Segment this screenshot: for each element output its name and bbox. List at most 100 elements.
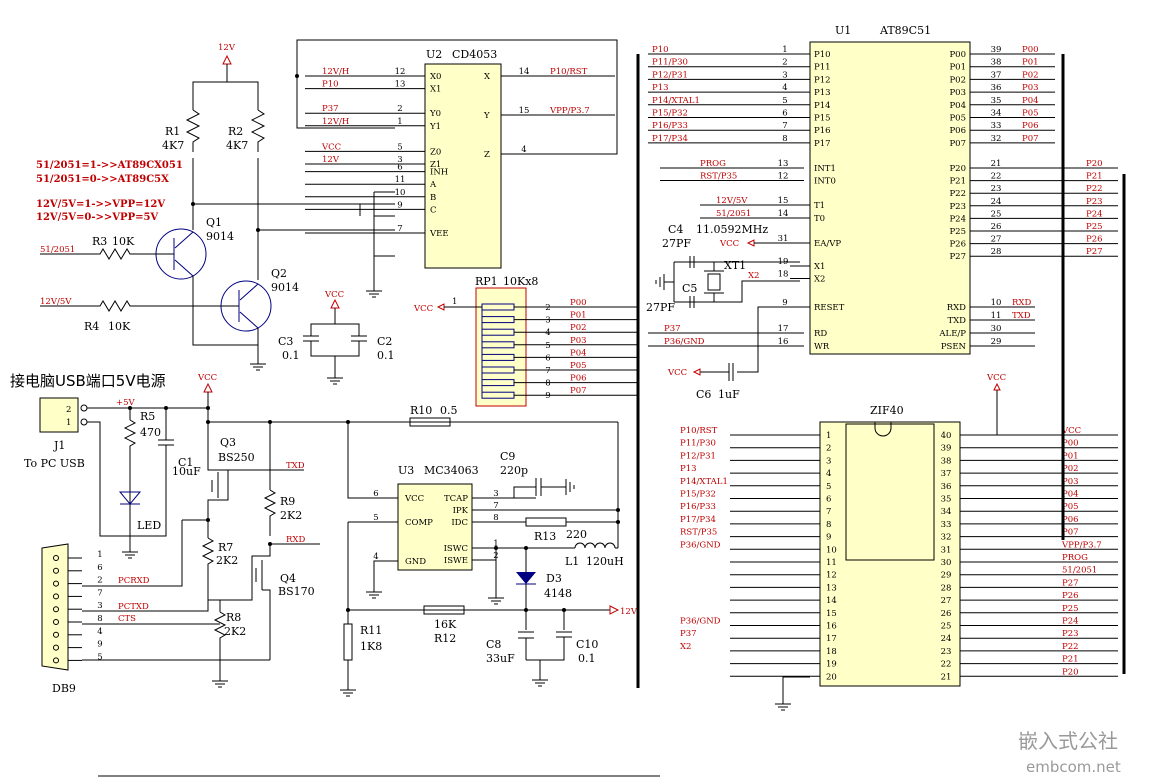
u1-left-x-0-name: X1 <box>814 262 825 272</box>
u1-right-p0-1-net: P01 <box>1022 58 1039 68</box>
db9-pin-8 <box>53 619 59 625</box>
u2-left-0-name: X0 <box>430 72 441 82</box>
u1-right-p0-3-name: P03 <box>949 88 966 98</box>
u2-left-9-num: 9 <box>397 200 402 210</box>
u1-left-5-name: P15 <box>814 114 831 124</box>
db9-pin-6 <box>53 567 59 574</box>
c1-value: 10uF <box>172 465 201 478</box>
zif-left-8-net: RST/P35 <box>680 528 717 538</box>
u1-vcc: VCC <box>719 239 739 249</box>
zif-notch <box>874 422 892 437</box>
u2-left-4-name: Z0 <box>430 147 441 157</box>
c10-value: 0.1 <box>578 652 596 665</box>
u1-right-misc-0-net: RXD <box>1012 298 1031 308</box>
r2-value: 4K7 <box>226 139 248 152</box>
s12v-net: 12V/5V <box>40 297 72 307</box>
u1-right-p0-0-name: P00 <box>949 50 966 60</box>
u1-left-int-1-net: RST/P35 <box>700 172 737 182</box>
db9-pin-1 <box>53 555 59 561</box>
u2-left-2-num: 2 <box>397 104 402 114</box>
u1-left-rdwr-1-name: WR <box>814 342 830 352</box>
rp1-num-4: 6 <box>545 353 550 363</box>
r9-value: 2K2 <box>280 509 302 522</box>
r10-ref: R10 <box>410 404 432 417</box>
zif-right-7-net: P06 <box>1062 515 1079 525</box>
note-2: 51/2051=0->>AT89C5X <box>36 174 169 185</box>
zif-right-4-name: 36 <box>941 482 952 492</box>
zif-left-19-name: 20 <box>826 672 837 682</box>
zif-left-1-name: 2 <box>826 444 831 454</box>
u3-right-3-name: ISWC <box>444 544 468 554</box>
u1-left-rdwr-0-net: P37 <box>664 324 681 334</box>
u1-left-ea-0-num: 31 <box>778 234 789 244</box>
db9-pin-4 <box>53 631 59 638</box>
zif-right-3-net: P02 <box>1062 464 1079 474</box>
zif-left-12-name: 13 <box>826 583 837 593</box>
j1-pin1: 1 <box>66 418 71 428</box>
v12-out: 12V <box>620 607 638 617</box>
u2-right-0-name: X <box>484 72 491 82</box>
db9-num-4: 4 <box>97 627 102 637</box>
u1-right-p0-4-net: P04 <box>1022 96 1039 106</box>
c5-ref: C5 <box>682 282 697 295</box>
u1-right-p2-1-net: P21 <box>1086 172 1103 182</box>
c4-value: 27PF <box>662 237 691 250</box>
u1-left-4-net: P14/XTAL1 <box>652 96 700 106</box>
rp1-net-1: P01 <box>570 311 587 321</box>
u1-left-4-name: P14 <box>814 101 831 111</box>
u1-right-p2-2-net: P22 <box>1086 184 1103 194</box>
rp1-pack <box>475 287 527 407</box>
u1-left-1-name: P11 <box>814 63 831 73</box>
r8-ref: R8 <box>226 611 241 624</box>
u1-left-t-1-num: 14 <box>778 209 789 219</box>
note-3: 12V/5V=1->>VPP=12V <box>36 199 165 210</box>
zif-left-4-name: 5 <box>826 482 831 492</box>
zif-right-9-net: VPP/P3.7 <box>1061 540 1102 550</box>
c6-ref: C6 <box>696 388 711 401</box>
j1-desc: To PC USB <box>24 457 85 470</box>
zif-right-9-name: 31 <box>941 545 952 555</box>
zif-left-17-name: 18 <box>826 647 837 657</box>
zif-right-14-name: 26 <box>941 609 952 619</box>
u1-right-p2-7-net: P27 <box>1086 247 1103 257</box>
u1-left-0-num: 1 <box>782 45 787 55</box>
db9-num-9: 9 <box>97 640 102 650</box>
u1-left-t-0-num: 15 <box>778 196 789 206</box>
zif-right-0-name: 40 <box>941 431 952 441</box>
zif-right-6-name: 34 <box>941 507 952 517</box>
rp1-vcc: VCC <box>413 304 433 314</box>
r1-ref: R1 <box>165 125 180 138</box>
u2-left-1-num: 13 <box>395 80 406 90</box>
u1-right-p0-3-num: 36 <box>991 83 1002 93</box>
zif-left-9-name: 10 <box>826 545 837 555</box>
zif-left-7-name: 8 <box>826 520 831 530</box>
r5-ref: R5 <box>140 410 155 423</box>
u1-right-p0-6-num: 33 <box>991 121 1002 131</box>
u1-right-p2-7-name: P27 <box>949 252 966 262</box>
u2-right-0-num: 14 <box>519 67 530 77</box>
rp1-num-2: 4 <box>545 328 550 338</box>
zif-right-6-net: P05 <box>1062 502 1079 512</box>
u1-right-p2-5-name: P25 <box>949 227 966 237</box>
zif-right-5-net: P04 <box>1062 490 1079 500</box>
u1-right-p2-4-num: 25 <box>991 209 1002 219</box>
u1-left-x-1-name: X2 <box>814 275 825 285</box>
u1-right-misc-3-name: PSEN <box>941 342 967 352</box>
q1-ref: Q1 <box>206 216 222 229</box>
u1-part: AT89C51 <box>879 24 931 37</box>
rp1-net-5: P05 <box>570 361 587 371</box>
u1-right-p0-2-net: P02 <box>1022 70 1039 80</box>
c4-ref: C4 <box>668 223 683 236</box>
c3-value: 0.1 <box>282 349 300 362</box>
u2-left-6-num: 6 <box>397 163 402 173</box>
txd-net: TXD <box>286 461 305 471</box>
u2-left-0-num: 12 <box>395 67 406 77</box>
r4-value: 10K <box>108 320 131 333</box>
rp1-net-0: P00 <box>570 298 587 308</box>
u2-left-4-net: VCC <box>321 142 341 152</box>
zif-right-18-net: P21 <box>1062 655 1079 665</box>
r10-value: 0.5 <box>440 404 458 417</box>
u1-right-p0-3-net: P03 <box>1022 83 1039 93</box>
zif-right-0-net: VCC <box>1061 426 1081 436</box>
r4-ref: R4 <box>84 320 99 333</box>
